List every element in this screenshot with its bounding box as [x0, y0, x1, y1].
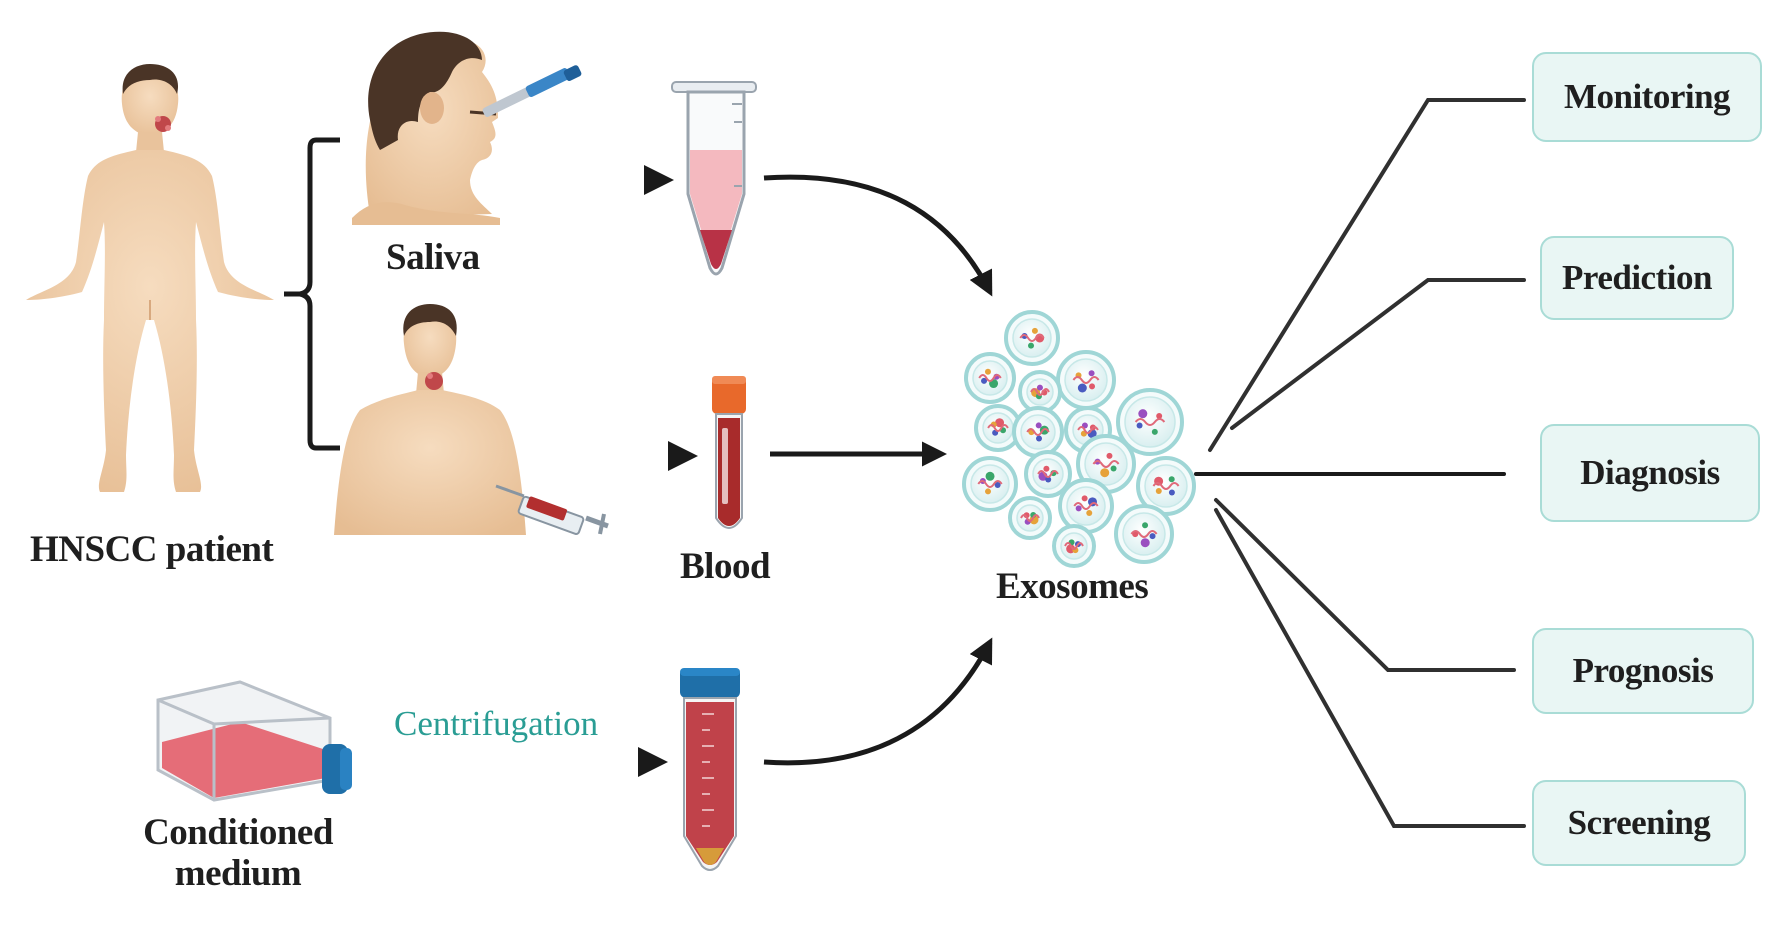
exosome-vesicle-icon — [1018, 370, 1062, 414]
exosome-vesicle-icon — [964, 352, 1016, 404]
exosome-vesicle-icon — [1052, 524, 1096, 568]
exosomes-label: Exosomes — [996, 566, 1149, 607]
exosome-vesicle-icon — [1114, 504, 1174, 564]
exosome-vesicle-icon — [1024, 450, 1072, 498]
exosome-vesicle-icon — [1136, 456, 1196, 516]
saliva-collection-icon — [352, 31, 582, 225]
exosome-vesicle-icon — [1058, 478, 1114, 534]
grouping-bracket — [284, 137, 340, 451]
centrifugation-label: Centrifugation — [394, 704, 599, 743]
exosomes-cluster-icon — [962, 310, 1196, 568]
exosome-vesicle-icon — [962, 456, 1018, 512]
exosome-vesicle-icon — [1056, 350, 1116, 410]
exosome-vesicle-icon — [1012, 406, 1064, 458]
saliva-microtube-icon — [671, 81, 757, 276]
output-lines — [1194, 98, 1526, 828]
patient-figure-icon — [26, 64, 274, 492]
exosome-vesicle-icon — [1116, 388, 1184, 456]
exosome-vesicle-icon — [1004, 310, 1060, 366]
blood-label: Blood — [680, 546, 771, 587]
blood-collection-icon — [334, 304, 609, 535]
application-box-prediction: Prediction — [1540, 236, 1734, 320]
application-box-prognosis: Prognosis — [1532, 628, 1754, 714]
conditioned-medium-label: Conditioned medium — [143, 812, 333, 895]
culture-flask-icon — [156, 680, 352, 802]
patient-label: HNSCC patient — [30, 529, 274, 570]
exosome-vesicle-icon — [1008, 496, 1052, 540]
centrifuge-tube-icon — [680, 668, 740, 871]
application-box-monitoring: Monitoring — [1532, 52, 1762, 142]
application-box-screening: Screening — [1532, 780, 1746, 866]
saliva-label: Saliva — [386, 237, 480, 278]
blood-tube-icon — [712, 376, 746, 529]
application-box-diagnosis: Diagnosis — [1540, 424, 1760, 522]
flow-arrows — [378, 165, 993, 777]
